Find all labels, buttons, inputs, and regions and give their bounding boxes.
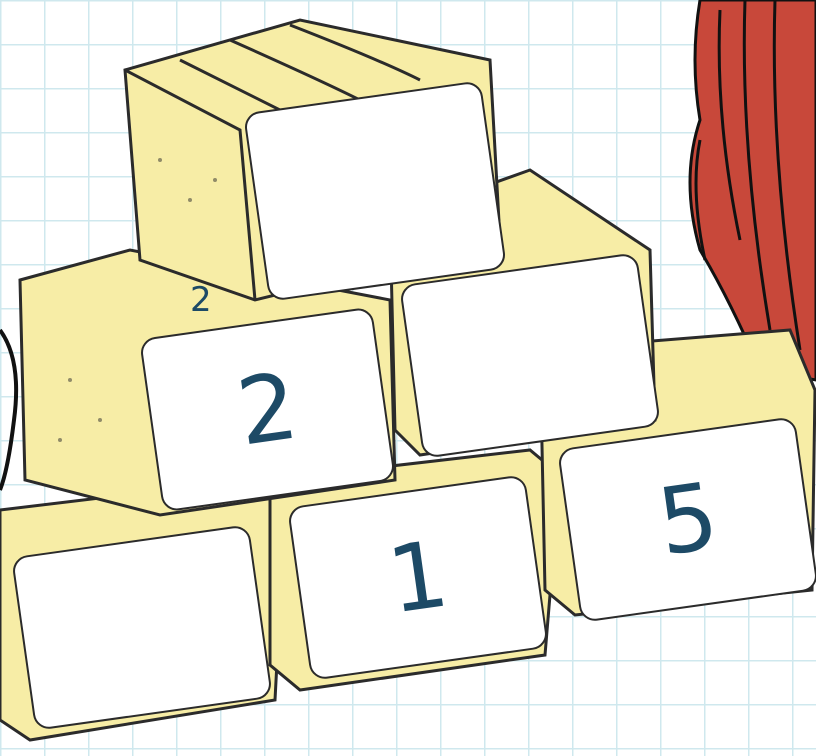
pyramid-middle-right-cell[interactable] <box>399 252 661 459</box>
outline-arc <box>0 330 16 490</box>
pyramid-middle-left-cell[interactable]: 2 <box>139 306 396 512</box>
pyramid-top-cell[interactable] <box>243 80 507 302</box>
pyramid-bottom-middle-cell[interactable]: 1 <box>287 474 549 681</box>
pyramid-bottom-right-cell[interactable]: 5 <box>557 416 816 623</box>
pyramid-bottom-left-cell[interactable] <box>11 524 273 731</box>
small-note-label: 2 <box>190 280 212 320</box>
hair-icon <box>690 0 816 380</box>
